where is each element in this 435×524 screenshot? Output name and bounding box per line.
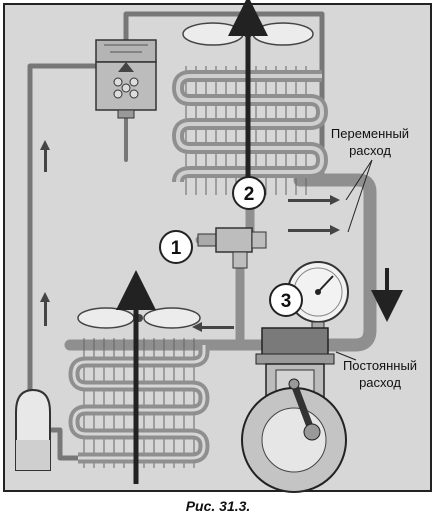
marker-3-label: 3 (281, 291, 292, 312)
evaporator-fan-icon (77, 307, 201, 329)
condenser-coil (171, 66, 329, 195)
marker-3: 3 (269, 283, 303, 317)
figure-caption: Рис. 31.3. (186, 498, 251, 514)
pressure-valve (197, 227, 267, 269)
variable-flow-label: Переменный (331, 126, 409, 141)
constant-flow-label-2: расход (359, 375, 401, 390)
marker-2-label: 2 (244, 184, 255, 205)
receiver-bulb (15, 388, 51, 471)
flow-indicator-arrows (40, 140, 340, 332)
constant-flow-label: Постоянный (343, 358, 417, 373)
marker-1-label: 1 (171, 238, 182, 259)
expansion-valve (95, 39, 157, 119)
variable-flow-leaders (345, 159, 373, 233)
constant-flow-leader (335, 351, 357, 361)
variable-flow-label-2: расход (349, 143, 391, 158)
compressor (241, 327, 347, 493)
evaporator-coil (68, 338, 210, 468)
marker-1: 1 (159, 230, 193, 264)
marker-2: 2 (232, 176, 266, 210)
